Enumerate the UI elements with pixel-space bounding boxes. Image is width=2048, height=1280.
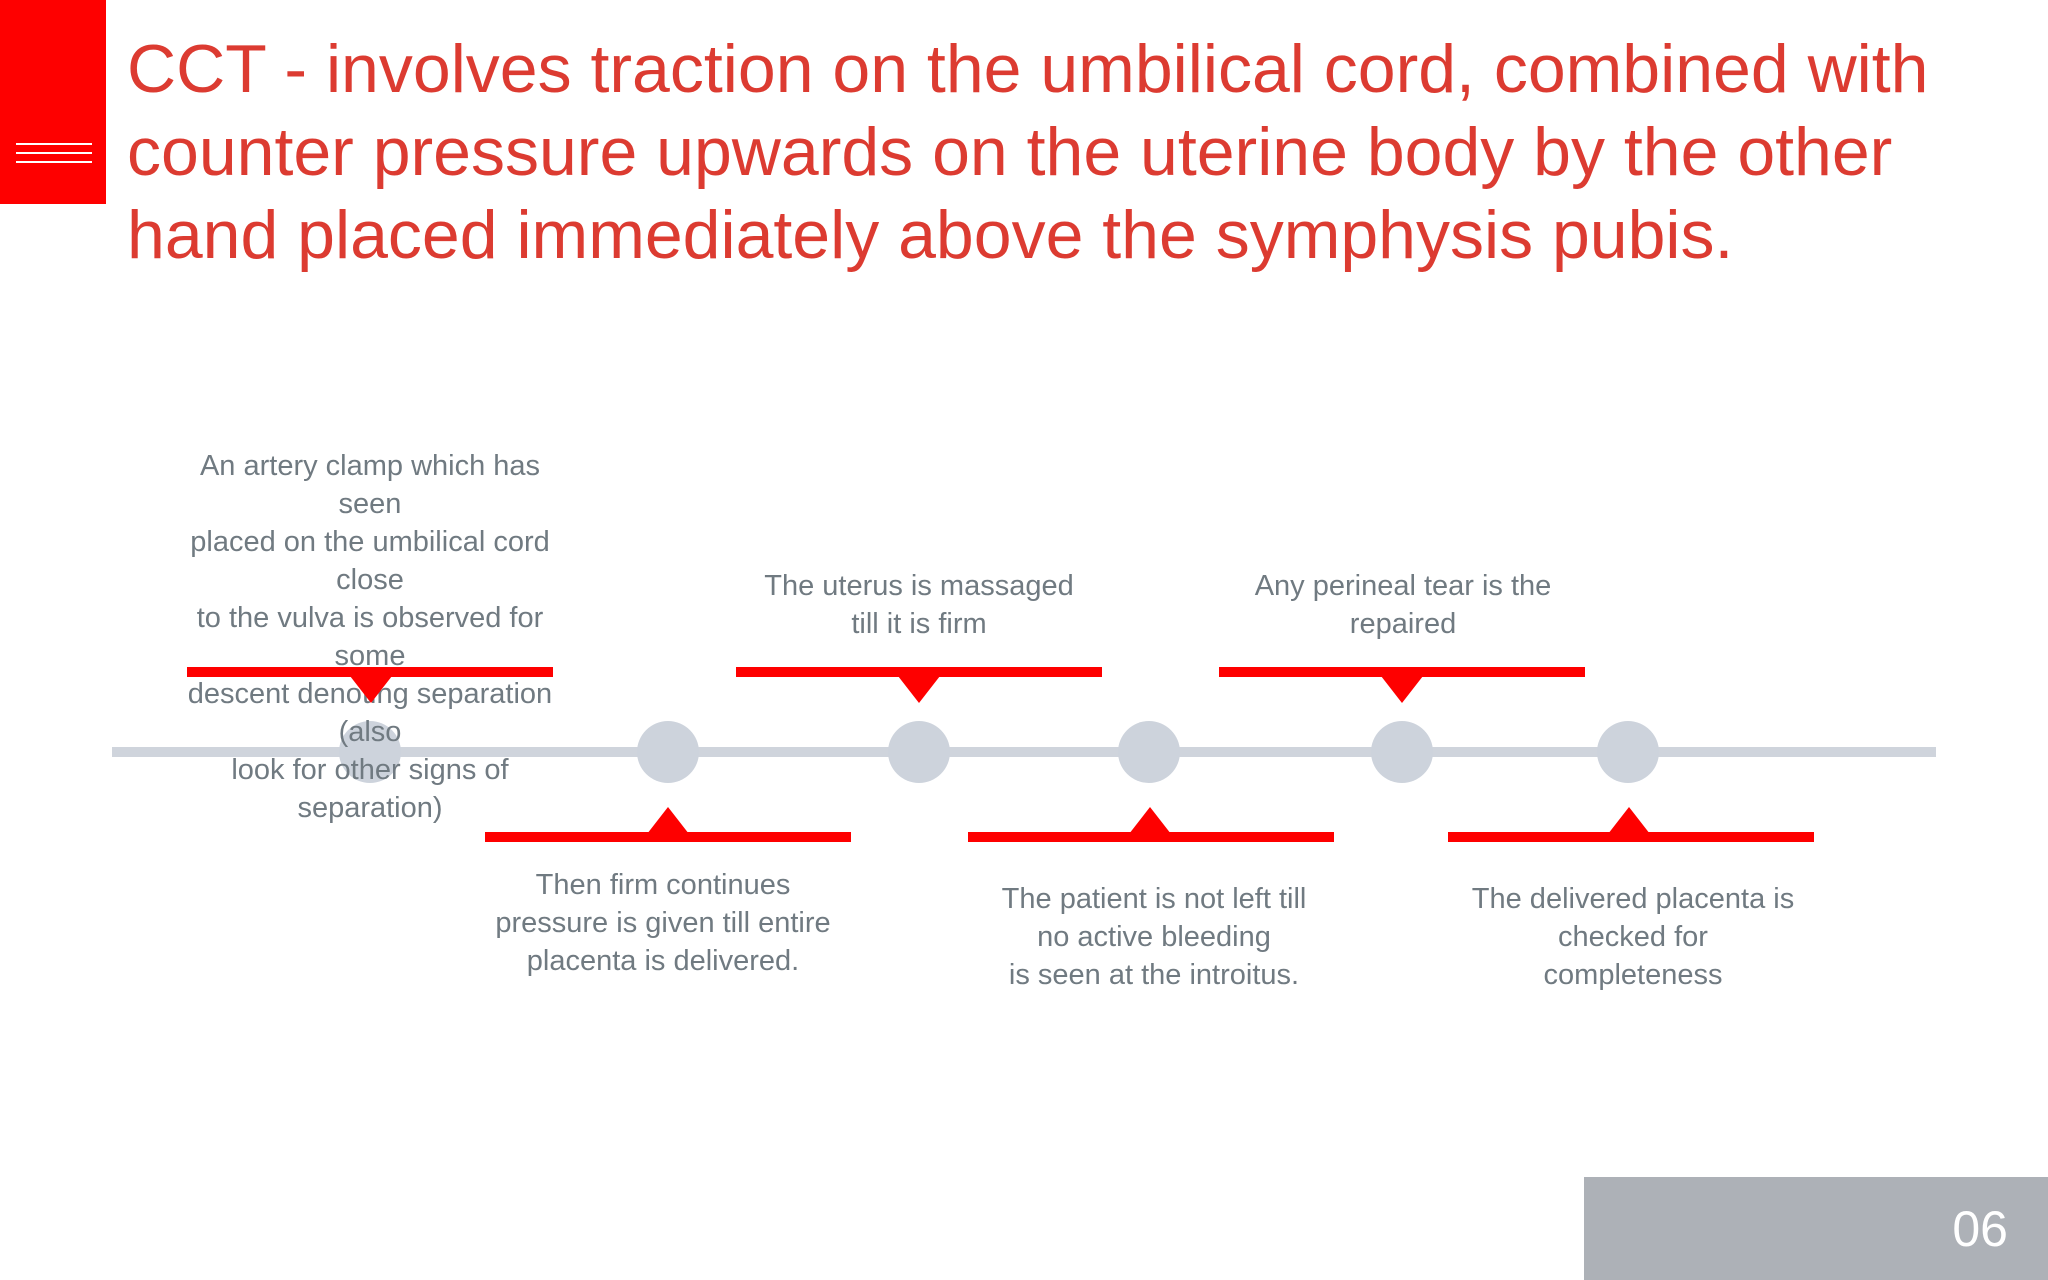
step-5-text: Any perineal tear is the repaired	[1254, 570, 1552, 640]
step-3-pointer	[898, 676, 940, 703]
page-number: 06	[1952, 1201, 2008, 1257]
step-4-pointer	[1129, 807, 1171, 834]
step-3-bar	[736, 667, 1102, 677]
step-3-text: The uterus is massaged till it is firm	[764, 570, 1074, 640]
slide-title: CCT - involves traction on the umbilical…	[127, 31, 1929, 273]
timeline-node-5	[1371, 721, 1433, 783]
timeline-node-4	[1118, 721, 1180, 783]
step-4-bar	[968, 832, 1334, 842]
step-4-text: The patient is not left till no active b…	[1001, 883, 1307, 991]
step-6-text: The delivered placenta is checked for co…	[1471, 883, 1795, 991]
timeline-node-3	[888, 721, 950, 783]
step-2-pointer	[647, 807, 689, 834]
page-number-box: 06	[1584, 1177, 2048, 1280]
step-2-bar	[485, 832, 851, 842]
step-1-bar	[187, 667, 553, 677]
timeline-node-6	[1597, 721, 1659, 783]
step-5-pointer	[1381, 676, 1423, 703]
timeline-line	[112, 747, 1936, 757]
step-1-text: An artery clamp which has seen placed on…	[187, 450, 553, 824]
step-1-pointer	[350, 676, 392, 703]
step-5-bar	[1219, 667, 1585, 677]
hamburger-menu-icon[interactable]	[16, 143, 92, 173]
timeline-node-1	[339, 721, 401, 783]
timeline-node-2	[637, 721, 699, 783]
step-6-pointer	[1608, 807, 1650, 834]
step-6-bar	[1448, 832, 1814, 842]
step-2-text: Then firm continues pressure is given ti…	[495, 869, 831, 977]
menu-block	[0, 0, 106, 204]
